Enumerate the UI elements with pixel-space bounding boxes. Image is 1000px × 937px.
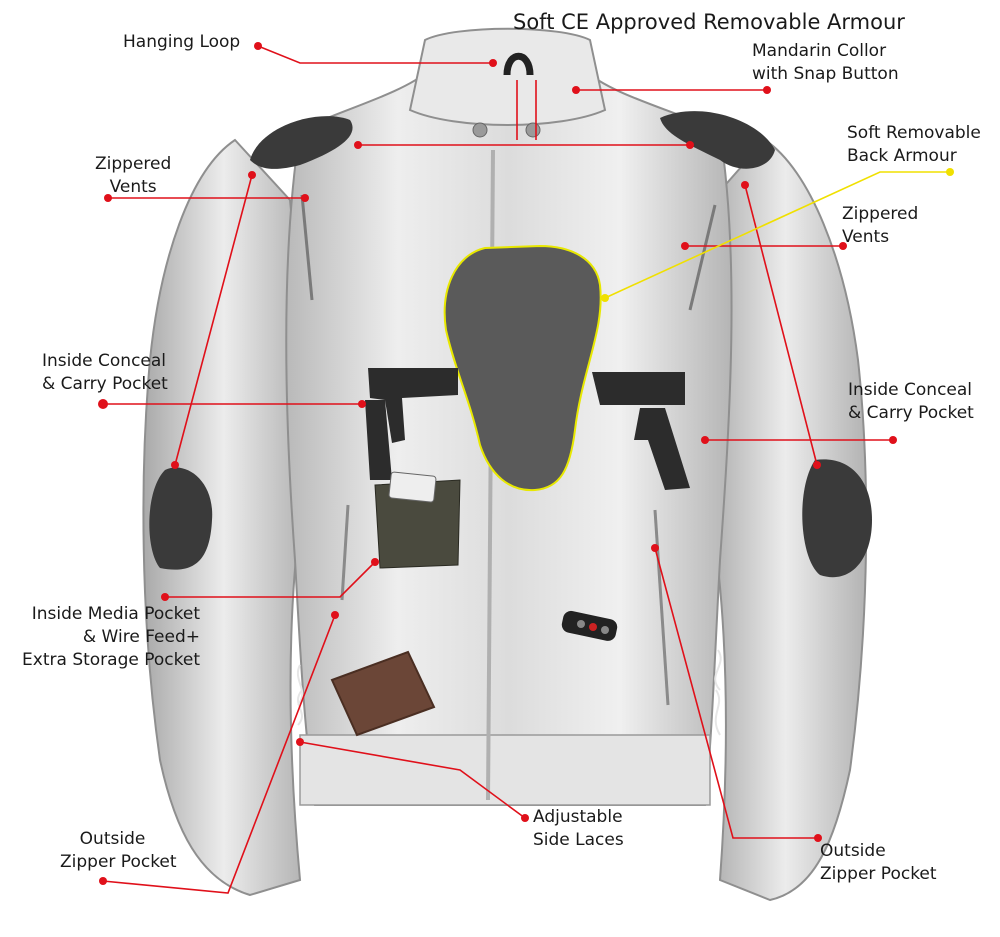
vent-zipper-right [688, 204, 717, 311]
waistband [299, 734, 711, 806]
hanging-loop [503, 52, 534, 76]
side-laces-left [297, 664, 304, 726]
side-laces-right [714, 649, 722, 736]
label-vents-left: Zippered Vents [95, 154, 172, 197]
label-back-armour: Soft Removable Back Armour [847, 123, 981, 166]
leader-media [165, 561, 376, 598]
snap-button [525, 122, 541, 138]
leader-lines [102, 45, 893, 894]
leader-hanging-loop [257, 45, 493, 64]
label-side-laces: Adjustable Side Laces [533, 807, 624, 850]
shoulder-armour-left [250, 116, 353, 169]
pistol-left [365, 368, 458, 480]
label-conceal-left: Inside Conceal & Carry Pocket [42, 351, 168, 394]
label-zipper-left: Outside Zipper Pocket [60, 829, 177, 872]
elbow-armour-right [802, 459, 872, 578]
label-conceal-right: Inside Conceal & Carry Pocket [848, 380, 974, 423]
leader-dots [98, 42, 897, 885]
back-armour [443, 244, 602, 492]
pocket-zipper-left [340, 504, 350, 601]
leader-zipper-right [654, 547, 818, 839]
leader-back-armour [604, 171, 950, 299]
elbow-armour-left [149, 467, 213, 570]
diagram-title: Soft CE Approved Removable Armour [513, 10, 905, 34]
vent-zipper-left [300, 194, 314, 301]
snap-button [472, 122, 488, 138]
phone [388, 471, 437, 503]
leader-elbow-right [744, 184, 818, 466]
mandarin-collar [408, 27, 607, 126]
pistol-right [592, 372, 690, 490]
label-media-pocket: Inside Media Pocket & Wire Feed+ Extra S… [22, 604, 200, 670]
pocket-zipper-right [653, 509, 670, 706]
leader-elbow-left [174, 174, 253, 466]
label-mandarin-collar: Mandarin Collor with Snap Button [752, 41, 899, 84]
shoulder-armour-right [660, 111, 775, 169]
wallet [330, 650, 436, 737]
leader-zipper-left [102, 614, 336, 894]
label-hanging-loop: Hanging Loop [123, 32, 241, 52]
label-vents-right: Zippered Vents [842, 204, 919, 247]
label-zipper-right: Outside Zipper Pocket [820, 841, 937, 884]
leader-laces [299, 741, 526, 819]
